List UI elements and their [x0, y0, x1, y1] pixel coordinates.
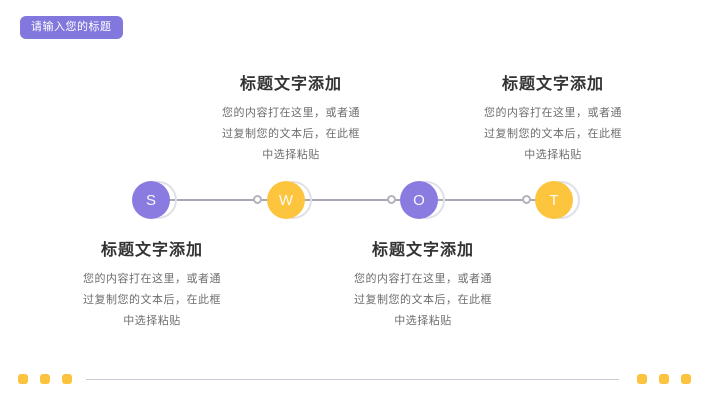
yellow-square-icon — [659, 374, 669, 384]
timeline-ring-icon — [253, 195, 262, 204]
slide-title-placeholder[interactable]: 请输入您的标题 — [20, 16, 123, 39]
timeline-ring-icon — [387, 195, 396, 204]
text-block-below-s[interactable]: 标题文字添加 您的内容打在这里，或者通 过复制您的文本后，在此框 中选择粘贴 — [67, 236, 237, 332]
timeline-node-s[interactable]: S — [132, 181, 177, 219]
block-title: 标题文字添加 — [239, 76, 342, 93]
timeline-connector-line — [151, 199, 555, 201]
timeline-node-w[interactable]: W — [267, 181, 312, 219]
timeline-node-t[interactable]: T — [535, 181, 580, 219]
timeline-ring-icon — [522, 195, 531, 204]
block-body: 您的内容打在这里，或者通 过复制您的文本后，在此框 中选择粘贴 — [83, 273, 221, 327]
block-title: 标题文字添加 — [501, 76, 604, 93]
block-body: 您的内容打在这里，或者通 过复制您的文本后，在此框 中选择粘贴 — [222, 107, 360, 161]
node-letter: T — [535, 181, 573, 219]
bottom-divider-line — [86, 379, 619, 380]
yellow-square-icon — [40, 374, 50, 384]
block-body: 您的内容打在这里，或者通 过复制您的文本后，在此框 中选择粘贴 — [354, 273, 492, 327]
block-title: 标题文字添加 — [100, 242, 203, 259]
block-title: 标题文字添加 — [371, 242, 474, 259]
block-body: 您的内容打在这里，或者通 过复制您的文本后，在此框 中选择粘贴 — [484, 107, 622, 161]
text-block-above-t[interactable]: 标题文字添加 您的内容打在这里，或者通 过复制您的文本后，在此框 中选择粘贴 — [468, 70, 638, 166]
node-letter: W — [267, 181, 305, 219]
yellow-square-icon — [18, 374, 28, 384]
node-letter: S — [132, 181, 170, 219]
yellow-square-icon — [681, 374, 691, 384]
yellow-square-icon — [637, 374, 647, 384]
node-letter: O — [400, 181, 438, 219]
timeline-node-o[interactable]: O — [400, 181, 445, 219]
text-block-below-o[interactable]: 标题文字添加 您的内容打在这里，或者通 过复制您的文本后，在此框 中选择粘贴 — [338, 236, 508, 332]
yellow-square-icon — [62, 374, 72, 384]
text-block-above-w[interactable]: 标题文字添加 您的内容打在这里，或者通 过复制您的文本后，在此框 中选择粘贴 — [206, 70, 376, 166]
